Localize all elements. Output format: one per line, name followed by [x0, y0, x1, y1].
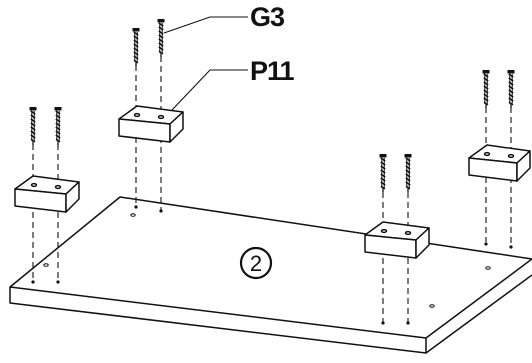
step-number-badge: 2 [239, 246, 273, 280]
block-back-left [118, 105, 184, 143]
block-part-label: P11 [250, 56, 295, 86]
step-number: 2 [250, 251, 262, 276]
block-back-right [468, 144, 531, 182]
screw-landing-marks [31, 205, 513, 325]
block-front-right [364, 221, 430, 259]
screw-part-label: G3 [250, 2, 285, 32]
callout-leaders [163, 16, 248, 111]
board-holes [43, 213, 491, 308]
guide-lines [32, 56, 512, 322]
board-panel [9, 196, 532, 354]
screws [28, 18, 516, 193]
block-front-left [14, 175, 80, 213]
